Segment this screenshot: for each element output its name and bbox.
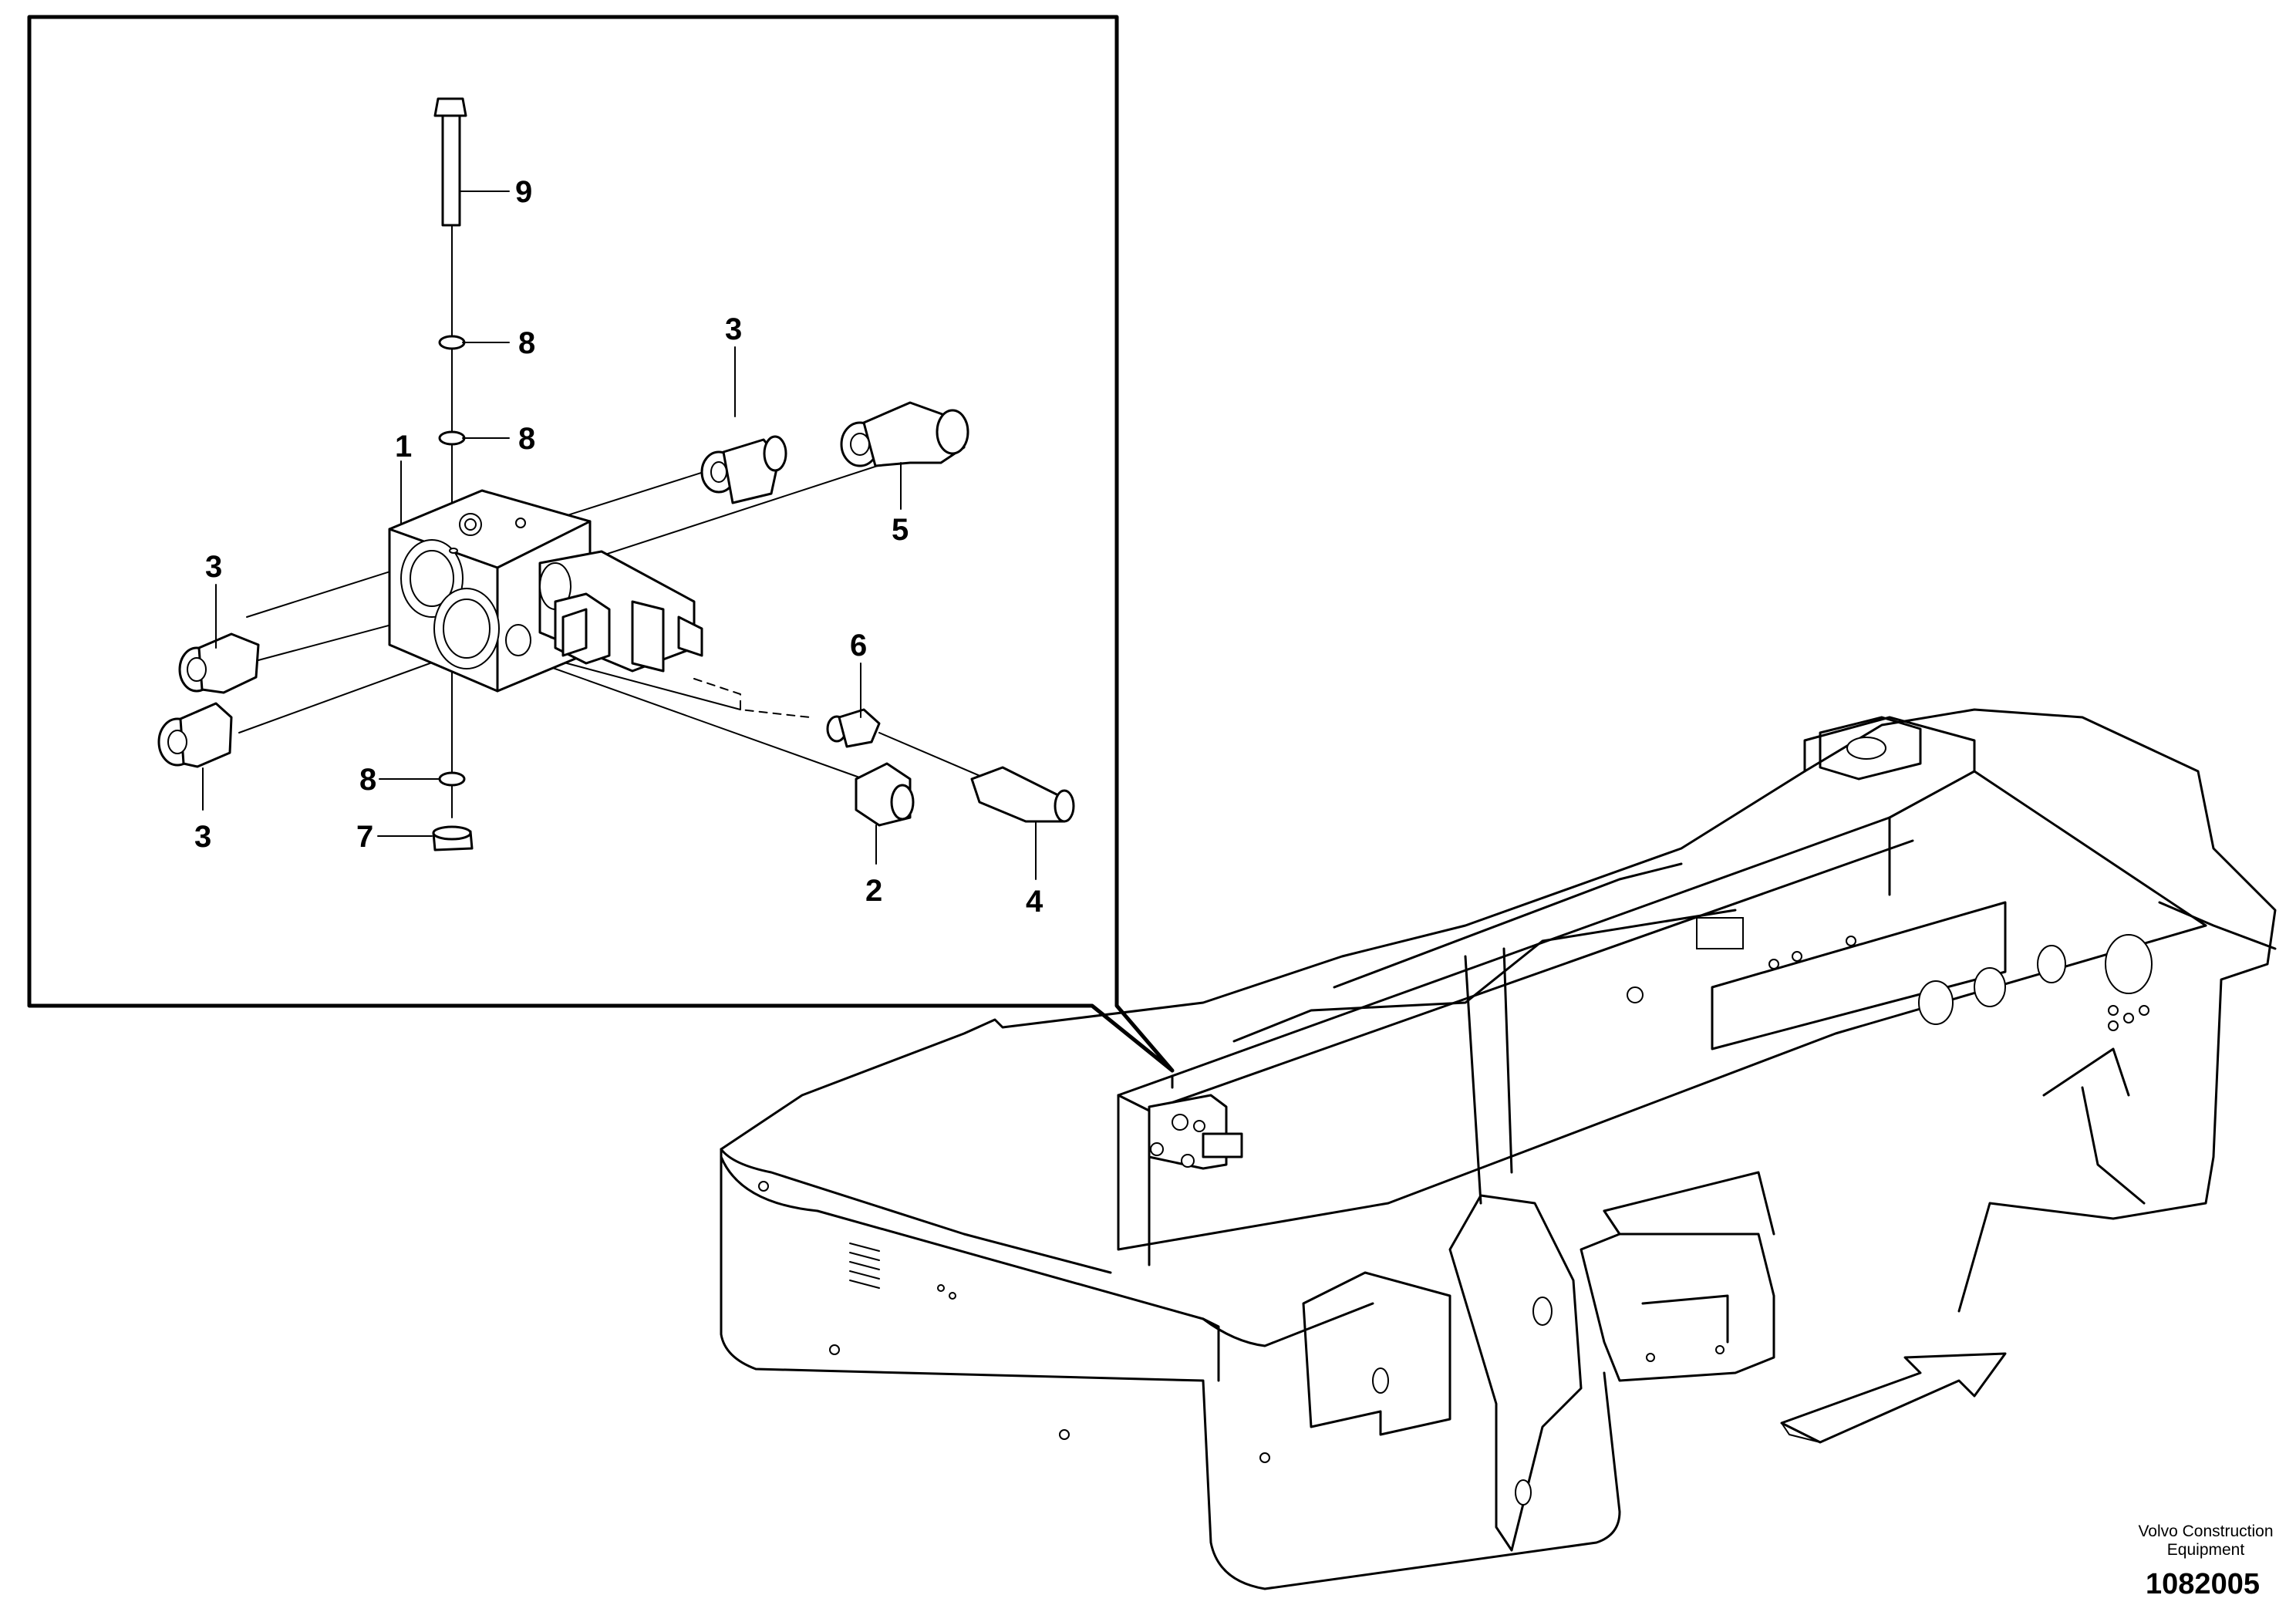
callout-8c: 8	[359, 763, 376, 797]
part-3-fitting-top	[700, 435, 787, 504]
part-1-valve-block	[388, 489, 592, 693]
exploded-parts	[157, 97, 1075, 880]
brand-line-2: Equipment	[2167, 1541, 2245, 1559]
callout-labels: 9 8 8 3 1 5 3 6 8 3 7 2 4	[194, 175, 1043, 919]
frame-holes	[1627, 917, 2153, 1031]
callout-3a: 3	[725, 312, 742, 346]
machine-frame	[720, 708, 2277, 1590]
detail-callout-frame	[27, 15, 1175, 1073]
callout-8a: 8	[518, 326, 535, 360]
part-8-washer-c	[438, 771, 466, 787]
callout-9: 9	[515, 175, 532, 209]
brand-line-1: Volvo Construction	[2138, 1523, 2273, 1540]
callout-3c: 3	[194, 820, 211, 854]
brand-block: Volvo Construction Equipment 1082005	[2138, 1523, 2273, 1600]
part-solenoid-valve	[538, 550, 703, 673]
part-3-fitting-left-lower	[157, 702, 233, 768]
part-5-elbow-fitting	[840, 401, 969, 467]
part-6-fitting	[826, 708, 881, 748]
callout-2: 2	[865, 874, 882, 908]
callout-7: 7	[356, 820, 373, 854]
callout-1: 1	[395, 430, 412, 464]
part-2-fitting	[855, 762, 915, 827]
callout-5: 5	[892, 513, 909, 547]
part-4-elbow	[970, 766, 1075, 823]
callout-8b: 8	[518, 422, 535, 456]
valve-on-frame	[1148, 1094, 1243, 1170]
part-8-washer-a	[438, 335, 466, 350]
callout-4: 4	[1026, 885, 1043, 919]
part-8-washer-b	[438, 430, 466, 446]
vent-slots	[849, 1243, 880, 1289]
callout-3b: 3	[205, 550, 222, 584]
document-number: 1082005	[2146, 1568, 2260, 1600]
callout-6: 6	[850, 629, 867, 663]
part-9-bolt	[433, 97, 467, 227]
part-3-fitting-left-upper	[178, 632, 260, 694]
direction-arrow	[1780, 1352, 2007, 1444]
